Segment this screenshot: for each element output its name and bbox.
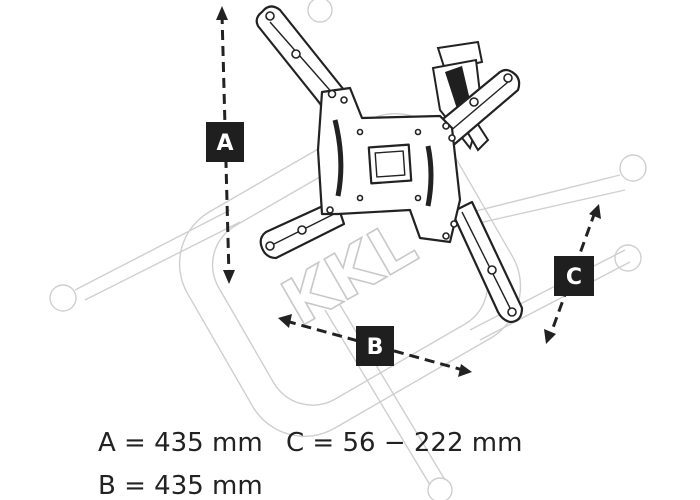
dimension-c: C xyxy=(544,204,601,344)
dimension-c-marker xyxy=(554,256,594,296)
watermark-circles xyxy=(49,0,647,500)
dimension-b-arrow-left xyxy=(278,314,292,328)
dimension-c-label: C xyxy=(566,265,582,290)
dimension-b: B xyxy=(278,314,472,377)
dimension-a-arrow-top xyxy=(216,6,228,20)
spec-a: A = 435 mm xyxy=(98,428,263,458)
spec-b: B = 435 mm xyxy=(98,471,263,500)
dimension-b-arrow-right xyxy=(458,364,472,377)
watermark: KKL xyxy=(49,0,647,500)
dimension-c-arrow-bottom xyxy=(544,329,556,344)
dimension-a-label: A xyxy=(216,131,233,156)
mount xyxy=(255,5,524,324)
spec-c: C = 56 − 222 mm xyxy=(286,428,522,458)
plate-center-hole xyxy=(367,143,413,185)
dimension-a-marker xyxy=(206,122,244,162)
bolt-holes xyxy=(265,11,517,317)
dimension-b-label: B xyxy=(367,335,384,360)
mount-plate xyxy=(316,86,462,244)
dimension-a-arrow-bottom xyxy=(223,270,235,284)
dimension-b-marker xyxy=(356,326,394,366)
dimension-a: A xyxy=(206,6,244,284)
dimension-b-line xyxy=(285,319,464,372)
specs: A = 435 mm C = 56 − 222 mm B = 435 mm xyxy=(98,428,522,500)
dimension-c-arrow-top xyxy=(589,204,601,219)
arm-bottom-right xyxy=(450,200,524,324)
